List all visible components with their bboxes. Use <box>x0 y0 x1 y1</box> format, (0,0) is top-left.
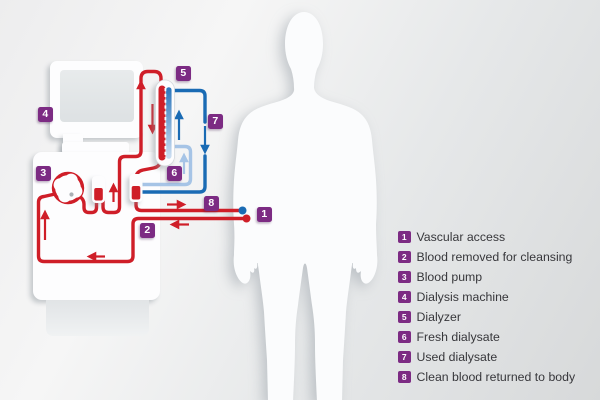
legend-item-label: Dialysis machine <box>416 290 509 304</box>
dialyzer <box>155 79 175 167</box>
legend-num-badge: 2 <box>398 250 411 264</box>
legend-item-label: Blood pump <box>416 270 483 284</box>
legend-item-fresh-dialysate: 6 Fresh dialysate <box>398 327 575 347</box>
drip-chamber-arterial-blood <box>94 188 103 201</box>
legend-item-blood-pump: 3 Blood pump <box>398 267 575 287</box>
legend: 1 Vascular access 2 Blood removed for cl… <box>398 227 575 387</box>
legend-num-badge: 6 <box>398 330 411 344</box>
legend-num-badge: 3 <box>398 270 411 284</box>
chamber-to-dialyzer-tube <box>101 69 163 215</box>
legend-item-label: Fresh dialysate <box>416 330 500 344</box>
marker-8-clean-blood: 8 <box>204 196 219 211</box>
marker-2-blood-removed: 2 <box>140 223 155 238</box>
legend-item-label: Blood removed for cleansing <box>416 250 573 264</box>
pump-tube-loop <box>51 171 85 205</box>
monitor-screen <box>60 70 134 122</box>
pump-rotor-pin <box>69 192 74 197</box>
marker-4-dialysis-machine: 4 <box>38 107 53 122</box>
blood-pump <box>51 171 85 205</box>
monitor-arm <box>62 142 129 154</box>
fresh-dialysate-tube <box>138 144 193 187</box>
marker-3-blood-pump: 3 <box>36 166 51 181</box>
legend-item-used-dialysate: 7 Used dialysate <box>398 347 575 367</box>
venous-return-line <box>134 196 244 213</box>
legend-item-label: Dialyzer <box>416 310 461 324</box>
marker-1-vascular-access: 1 <box>257 207 272 222</box>
artery-access-dot <box>242 214 251 223</box>
marker-5-dialyzer: 5 <box>176 66 191 81</box>
legend-item-blood-removed: 2 Blood removed for cleansing <box>398 247 575 267</box>
legend-item-dialyzer: 5 Dialyzer <box>398 307 575 327</box>
legend-item-vascular-access: 1 Vascular access <box>398 227 575 247</box>
drip-chamber-venous-blood <box>131 186 141 200</box>
legend-item-dialysis-machine: 4 Dialysis machine <box>398 287 575 307</box>
legend-item-clean-blood: 8 Clean blood returned to body <box>398 367 575 387</box>
legend-item-label: Vascular access <box>416 230 506 244</box>
marker-6-fresh-dialysate: 6 <box>167 166 182 181</box>
legend-num-badge: 8 <box>398 370 411 384</box>
legend-num-badge: 7 <box>398 350 411 364</box>
vein-access-dot <box>238 206 247 215</box>
legend-num-badge: 1 <box>398 230 411 244</box>
pump-to-chamber-tube <box>77 194 99 215</box>
patient-silhouette <box>233 12 378 400</box>
machine-pedestal <box>46 300 149 336</box>
arterial-line <box>36 192 249 264</box>
drip-chambers <box>92 174 143 203</box>
pump-rotor <box>53 173 83 203</box>
legend-num-badge: 4 <box>398 290 411 304</box>
legend-item-label: Clean blood returned to body <box>416 370 576 384</box>
dialysate-lines <box>138 88 210 194</box>
legend-item-label: Used dialysate <box>416 350 498 364</box>
used-dialysate-tube <box>138 88 207 194</box>
marker-7-used-dialysate: 7 <box>208 114 223 129</box>
legend-num-badge: 5 <box>398 310 411 324</box>
